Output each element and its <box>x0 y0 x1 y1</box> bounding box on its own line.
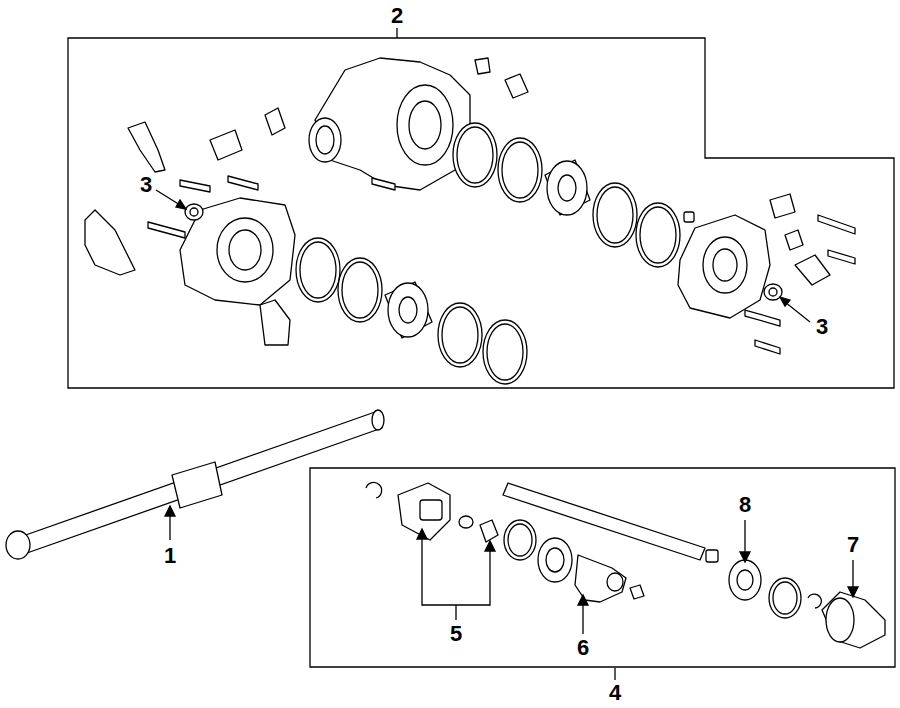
group-outline <box>305 460 900 705</box>
assembly-number: 2 <box>389 4 405 28</box>
callout-number: 4 <box>607 681 623 705</box>
callout-number: 1 <box>162 544 178 568</box>
callout-number: 6 <box>575 636 591 660</box>
callout-number: 7 <box>845 533 861 557</box>
group-outline <box>60 0 900 395</box>
group-box: 2 3 3 <box>60 0 900 395</box>
callout-number: 3 <box>138 173 154 197</box>
callout-number: 8 <box>737 493 753 517</box>
callout-number: 3 <box>814 315 830 339</box>
group-box: 8 7 5 64 <box>305 460 900 705</box>
callout-number: 5 <box>448 622 464 646</box>
